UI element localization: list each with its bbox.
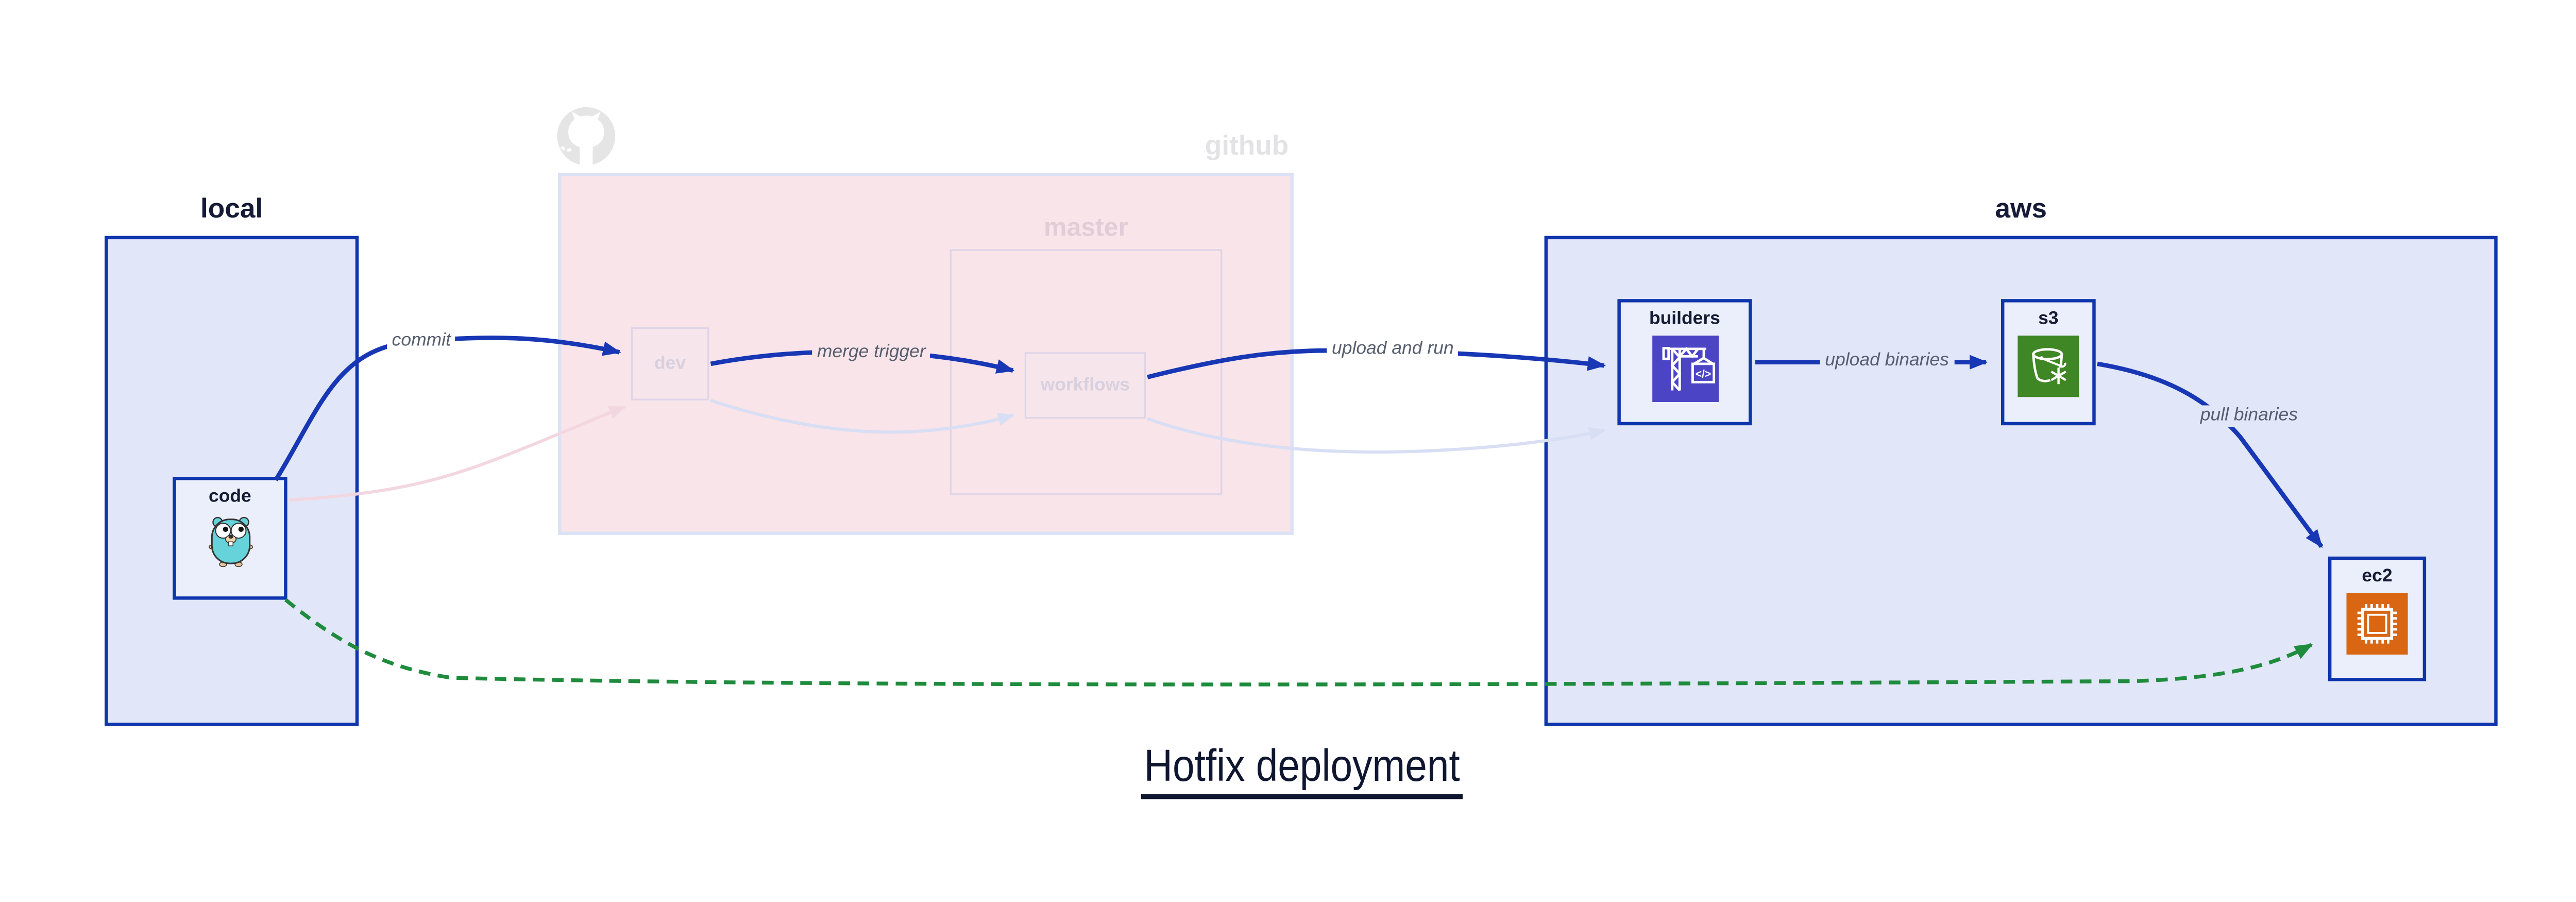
group-local-label: local xyxy=(200,194,263,225)
node-s3: s3 xyxy=(2001,299,2096,426)
node-workflows: workflows xyxy=(1024,352,1146,419)
node-s3-label: s3 xyxy=(2038,309,2059,329)
node-dev-label: dev xyxy=(654,353,686,373)
group-github-label: github xyxy=(1205,131,1289,161)
chip-icon xyxy=(2346,593,2408,655)
node-code: code xyxy=(173,477,287,600)
node-ec2-label: ec2 xyxy=(2362,566,2393,587)
node-dev: dev xyxy=(631,327,709,400)
edge-commit-line xyxy=(274,336,621,481)
node-builders-label: builders xyxy=(1649,309,1720,329)
edge-upload-binaries-label: upload binaries xyxy=(1820,350,1954,372)
edge-faded-commit-line xyxy=(289,405,626,502)
edge-upload-and-run-label: upload and run xyxy=(1327,339,1459,361)
group-master-label: master xyxy=(1044,214,1128,243)
node-workflows-label: workflows xyxy=(1040,374,1130,395)
edge-pull-binaries-line xyxy=(2097,361,2324,548)
node-code-label: code xyxy=(209,487,251,507)
edge-hotfix-dashed-line xyxy=(284,598,2313,687)
group-master-box xyxy=(950,249,1223,495)
diagram-title-row: Hotfix deployment xyxy=(0,741,2576,799)
gopher-icon xyxy=(208,516,252,567)
github-octocat-icon xyxy=(557,107,616,167)
glacier-bucket-icon xyxy=(2018,336,2079,397)
svg-text:</>: </> xyxy=(1694,369,1710,380)
group-aws-label: aws xyxy=(1995,194,2047,225)
edge-pull-binaries-label: pull binaries xyxy=(2195,405,2303,427)
diagram-title: Hotfix deployment xyxy=(1141,741,1463,799)
edge-faded-upload-line xyxy=(1147,417,1606,454)
edge-commit-label: commit xyxy=(387,330,456,353)
node-ec2: ec2 xyxy=(2328,556,2427,681)
codebuild-crane-icon: </> xyxy=(1651,336,1718,403)
edge-merge-trigger-label: merge trigger xyxy=(812,342,931,364)
edge-faded-merge-line xyxy=(710,398,1015,434)
node-builders: builders </> xyxy=(1617,299,1752,426)
